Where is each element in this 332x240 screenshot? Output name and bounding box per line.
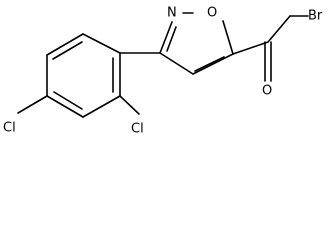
atom-label-ring-o: O — [207, 6, 217, 21]
bond-o-c5 — [222, 20, 234, 55]
bond-ph4-ph5-inner — [53, 91, 83, 110]
bond-c3-n — [159, 21, 173, 54]
atom-label-bromine: Br — [308, 9, 323, 24]
atom-labels: N O O Br Cl Cl — [3, 6, 323, 137]
bond-ph6-cl — [119, 95, 140, 115]
bond-c5-c4 — [192, 53, 234, 75]
bond-c4-c3 — [159, 52, 194, 75]
atom-label-chlorine-ortho: Cl — [131, 122, 144, 137]
bond-ph2-ph3 — [46, 33, 84, 56]
atom-label-chlorine-para: Cl — [3, 121, 16, 136]
isoxazole-ring — [159, 12, 234, 75]
bromoacetyl-chain — [232, 15, 309, 82]
bond-c5-carbonyl — [232, 41, 269, 55]
bond-carbonyl-ch2 — [267, 15, 291, 43]
dichlorophenyl-ring — [17, 33, 161, 118]
bond-ph4-cl — [17, 95, 48, 114]
chemical-structure-diagram: N O O Br Cl Cl — [3, 6, 323, 137]
atom-label-ring-n: N — [167, 6, 177, 21]
bond-ph2-ph3-inner — [52, 41, 83, 60]
bond-c3-n-inner — [166, 26, 177, 52]
bond-ph1-ph2 — [82, 33, 121, 54]
atom-label-carbonyl-o: O — [262, 84, 272, 99]
bond-ph5-ph6 — [82, 95, 121, 118]
bond-ph4-ph5 — [46, 95, 84, 118]
bond-c5-c4-inner — [194, 56, 225, 72]
